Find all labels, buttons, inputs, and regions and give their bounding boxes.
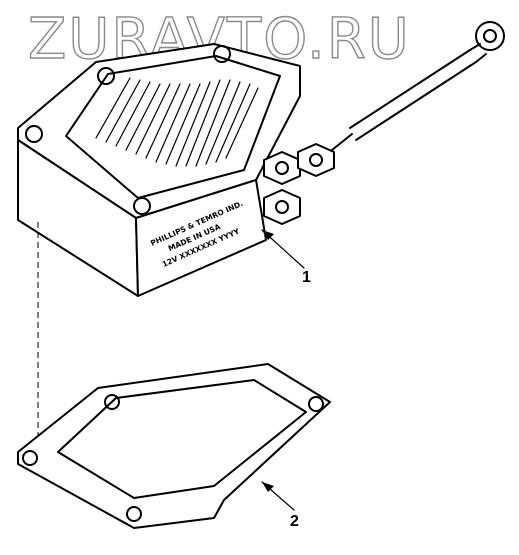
cable-lower-edge bbox=[355, 61, 477, 141]
lower-terminal-stud bbox=[275, 200, 289, 214]
mount-hole-front-left bbox=[25, 125, 43, 143]
terminal-nuts bbox=[263, 143, 335, 225]
gasket-hole-rear-right bbox=[308, 396, 324, 412]
upper-terminal-nut bbox=[263, 151, 301, 185]
gasket-inner-opening bbox=[57, 379, 307, 499]
heater-right-face bbox=[135, 179, 267, 297]
heating-element-ribs bbox=[95, 77, 259, 167]
mount-hole-rear-right bbox=[213, 45, 231, 63]
gasket-hole-front-right bbox=[126, 506, 142, 522]
callouts: 1 2 bbox=[261, 229, 311, 530]
callout-number-2: 2 bbox=[290, 513, 299, 530]
cable-crimp bbox=[331, 133, 353, 151]
callout-arrow-1 bbox=[262, 230, 274, 240]
gasket-hole-rear-left bbox=[104, 394, 120, 410]
cable-terminal-nut bbox=[297, 143, 335, 177]
lower-terminal-nut bbox=[263, 189, 301, 225]
ring-terminal-hole bbox=[483, 29, 497, 43]
mount-hole-front-right bbox=[133, 197, 151, 215]
gasket bbox=[17, 363, 331, 529]
mount-hole-rear-left bbox=[97, 67, 115, 85]
watermark-text: ZURAVTO.RU bbox=[28, 7, 411, 72]
ring-terminal-neck bbox=[469, 43, 487, 63]
callout-arrow-2 bbox=[262, 482, 274, 492]
grid-heater-assembly: PHILLIPS & TEMRO IND. MADE IN USA 12V XX… bbox=[17, 43, 301, 297]
cable-terminal-stud bbox=[309, 153, 323, 167]
cable-upper-edge bbox=[349, 49, 471, 129]
callout-number-1: 1 bbox=[302, 269, 311, 286]
gasket-hole-front-left bbox=[22, 450, 38, 466]
ring-terminal bbox=[475, 21, 505, 51]
power-cable bbox=[331, 21, 505, 151]
upper-terminal-stud bbox=[275, 161, 289, 175]
gasket-outline bbox=[17, 363, 331, 529]
